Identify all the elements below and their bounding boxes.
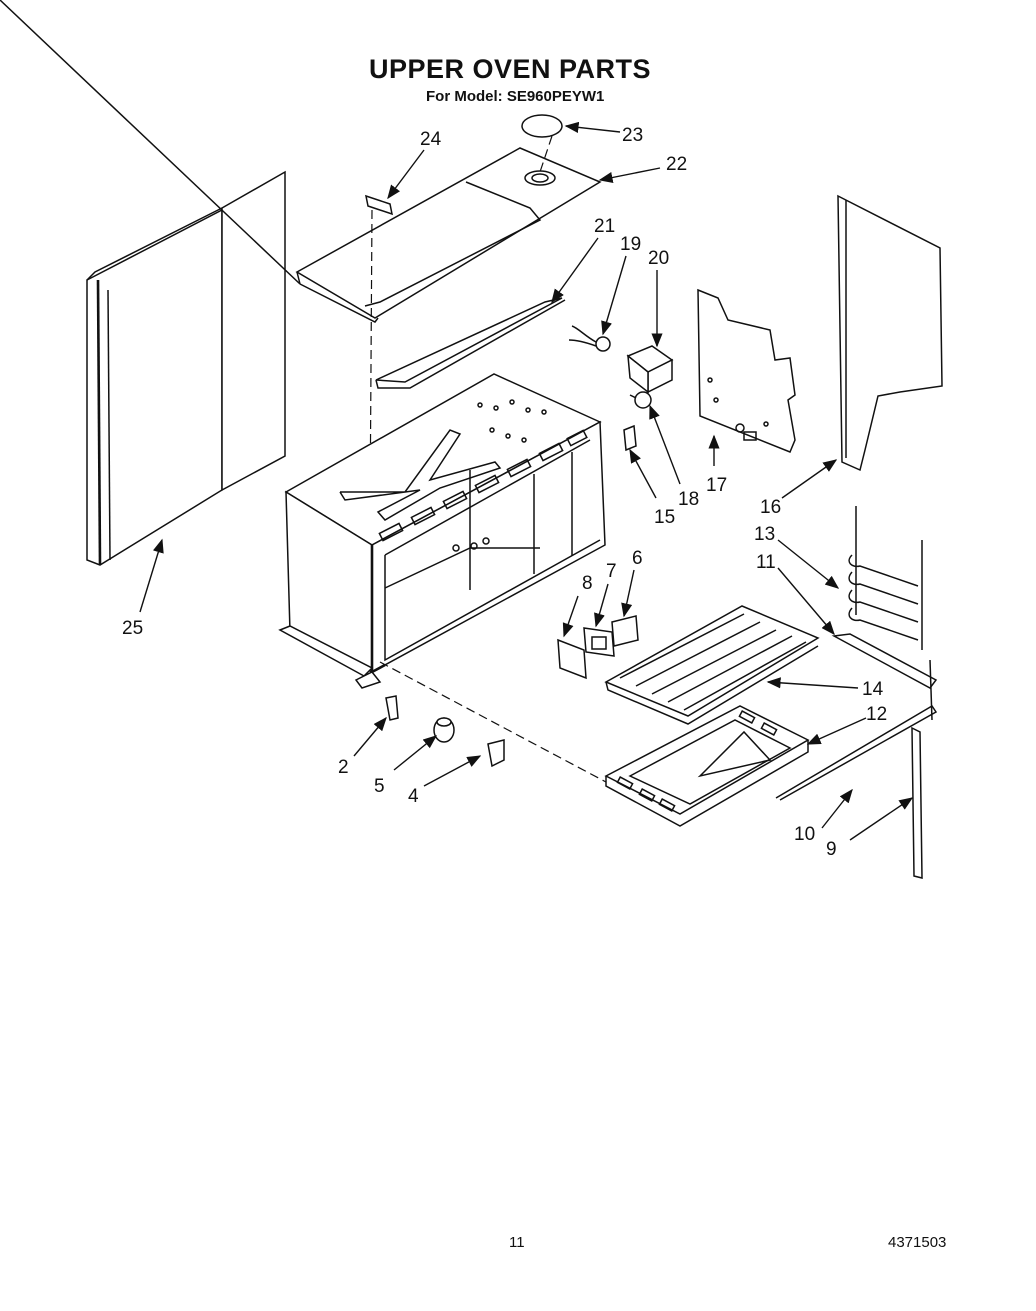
part-25-side-panel: [86, 170, 286, 566]
callout-7: 7: [606, 561, 617, 582]
part-19-connector: [568, 325, 611, 352]
part-11-rail: [831, 633, 938, 721]
callout-2: 2: [338, 757, 349, 778]
cavity-slots: [378, 429, 588, 542]
callout-14: 14: [862, 679, 884, 700]
part-21-trim-strip: [375, 297, 566, 389]
callout-23: 23: [622, 125, 643, 146]
part-18-lamp: [629, 391, 652, 409]
part-5-bumper: [433, 717, 455, 743]
part-9-trim: [911, 726, 923, 879]
callout-labels: 23 22 24 21 19 20 18 15 17 16 13 11 14 1…: [122, 125, 887, 860]
document-code: 4371503: [888, 1234, 947, 1251]
part-13-baffles: [848, 506, 923, 650]
callout-5: 5: [374, 776, 385, 797]
part-8-plate: [557, 638, 587, 680]
callout-9: 9: [826, 839, 837, 860]
callout-25: 25: [122, 618, 143, 639]
part-15-clip: [623, 424, 637, 452]
part-14-rack: [604, 605, 820, 725]
part-10-strip: [775, 704, 938, 801]
callout-20: 20: [648, 248, 669, 269]
callout-17: 17: [706, 475, 727, 496]
callout-6: 6: [632, 548, 643, 569]
part-23-vent-cap: [521, 114, 563, 138]
page-number: 11: [509, 1234, 525, 1251]
callout-8: 8: [582, 573, 593, 594]
callout-18: 18: [678, 489, 699, 510]
part-6-label: [611, 615, 639, 647]
callout-12: 12: [866, 704, 887, 725]
page-title: UPPER OVEN PARTS: [368, 54, 652, 84]
callout-19: 19: [620, 234, 641, 255]
part-16-side-shield: [837, 194, 943, 472]
part-22-top-cover: [0, 0, 602, 323]
callout-16: 16: [760, 497, 781, 518]
model-subtitle: For Model: SE960PEYW1: [426, 88, 605, 105]
part-2-hinge-clip: [385, 695, 399, 721]
callout-11: 11: [756, 552, 776, 573]
rack-ribs: [619, 613, 807, 711]
part-12-bottom-panel: [604, 705, 810, 827]
callout-15: 15: [654, 507, 675, 528]
callout-22: 22: [666, 154, 687, 175]
callout-24: 24: [420, 129, 442, 150]
callout-21: 21: [594, 216, 615, 237]
callout-13: 13: [754, 524, 775, 545]
part-4-latch: [487, 739, 505, 768]
callout-10: 10: [794, 824, 815, 845]
callout-4: 4: [408, 786, 419, 807]
part-20-switch: [626, 345, 674, 394]
part-7-plate: [583, 627, 615, 657]
leader-lines: [139, 121, 914, 841]
oven-cavity-box: [278, 373, 606, 689]
part-17-control-panel: [697, 288, 796, 453]
